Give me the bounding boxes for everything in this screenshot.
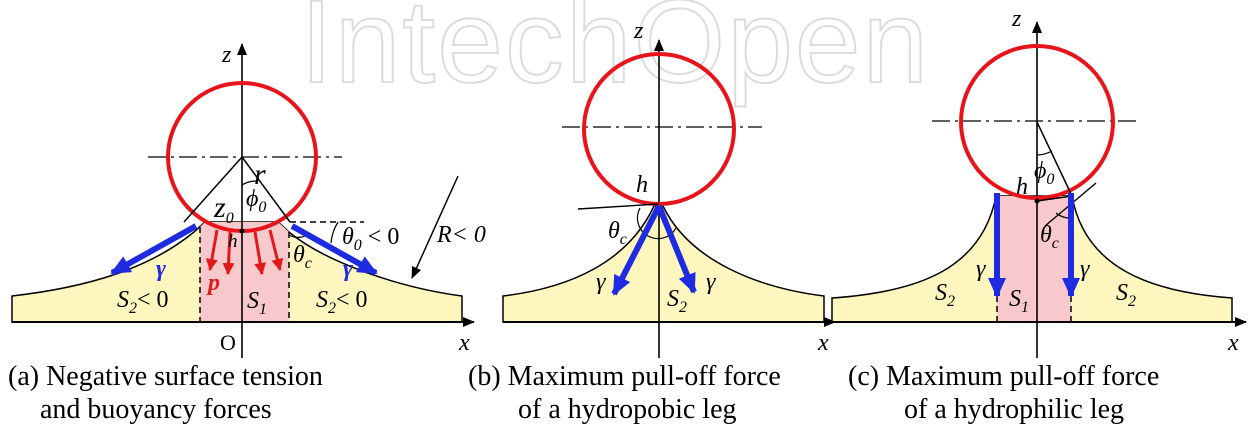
panel-c-S1-label: S1 bbox=[1009, 286, 1029, 316]
panel-a-thetac-sub: c bbox=[305, 255, 312, 272]
panel-a-caption-line1: (a) Negative surface tension bbox=[8, 361, 323, 392]
panel-a-S1-symbol: S bbox=[247, 288, 259, 314]
panel-a-z0-sub: 0 bbox=[226, 210, 234, 227]
panel-c-phi-symbol: ϕ bbox=[1034, 158, 1046, 184]
panel-b-caption-line2: of a hydropobic leg bbox=[518, 394, 737, 425]
panel-b-thetac-sub: c bbox=[620, 231, 627, 248]
panel-a-S2-right-cond: < 0 bbox=[336, 287, 368, 313]
panel-c-phi-sub: 0 bbox=[1046, 171, 1054, 188]
panel-c-sphere bbox=[959, 44, 1115, 200]
panel-a-gamma-left-label: γ bbox=[156, 256, 166, 282]
panel-a-phi-label: ϕ0 bbox=[246, 186, 266, 216]
panel-c-h-label: h bbox=[1016, 174, 1028, 200]
panel-b-S2-symbol: S bbox=[667, 286, 679, 312]
panel-a-origin-label: O bbox=[220, 330, 236, 355]
panel-a-theta0-arc bbox=[330, 221, 339, 244]
panel-c-S2-left-symbol: S bbox=[935, 280, 947, 306]
panel-c-S1-symbol: S bbox=[1009, 286, 1021, 312]
panel-c-thetac-symbol: θ bbox=[1040, 222, 1052, 248]
panel-b-thetac-label: θc bbox=[608, 218, 627, 248]
panel-a-S2-left-sub: 2 bbox=[129, 300, 137, 317]
panel-a-r-label: r bbox=[254, 158, 266, 191]
panel-c-phi-label: ϕ0 bbox=[1034, 158, 1054, 188]
panel-a-x-label: x bbox=[458, 330, 470, 356]
panel-c-z-label: z bbox=[1011, 6, 1022, 32]
panel-b-gamma-left-label: γ bbox=[596, 269, 606, 295]
panel-a-S1-label: S1 bbox=[247, 288, 267, 318]
panel-c-S2-right-sub: 2 bbox=[1128, 293, 1136, 310]
panel-b-S2-label: S2 bbox=[667, 286, 687, 316]
panel-a-R-text: R< 0 bbox=[436, 222, 486, 248]
panel-a-p-label: p bbox=[206, 270, 220, 296]
panel-c-S2-right-label: S2 bbox=[1116, 280, 1136, 310]
panel-c: z x h ϕ0 θc γ γ S1 S2 S2 (c) Maximum pul… bbox=[831, 6, 1247, 425]
panel-a-phi-arc bbox=[241, 180, 258, 186]
panel-b-caption-line1: (b) Maximum pull-off force bbox=[468, 361, 781, 392]
panel-b: z x h θc γ γ S2 (b) Maximum pull-off for… bbox=[468, 18, 836, 425]
panel-a-h-label: h bbox=[228, 231, 238, 252]
panel-c-S2-left-label: S2 bbox=[935, 280, 955, 310]
panel-a-S2-left-label: S2< 0 bbox=[117, 287, 169, 317]
panel-b-S2-sub: 2 bbox=[679, 299, 687, 316]
panel-a-pressure-arrow-1 bbox=[205, 229, 219, 271]
panel-a-z0-symbol: z bbox=[213, 191, 226, 224]
panel-a-pressure-arrow-4 bbox=[268, 229, 284, 271]
panel-c-phi-arc bbox=[1036, 150, 1053, 156]
panel-a-pressure-region bbox=[200, 222, 289, 322]
panel-b-liquid bbox=[502, 205, 825, 323]
panel-a-thetac-symbol: θ bbox=[293, 242, 305, 268]
panel-a-z-label: z bbox=[221, 42, 232, 68]
panel-a-caption-line2: and buoyancy forces bbox=[40, 394, 272, 425]
panel-c-gamma-right-label: γ bbox=[1080, 256, 1090, 282]
panel-c-contact-line bbox=[1036, 195, 1073, 202]
panel-a-thetac-label: θc bbox=[293, 242, 312, 272]
panel-a-phi-sub: 0 bbox=[258, 199, 266, 216]
panel-a-pressure-arrow-2 bbox=[222, 231, 235, 275]
panel-a-theta0-label: θ0 < 0 bbox=[342, 224, 399, 254]
panel-c-pressure-region bbox=[997, 196, 1071, 322]
panel-c-S2-right-symbol: S bbox=[1116, 280, 1128, 306]
panel-a-R-arrow bbox=[411, 175, 459, 279]
panel-c-h-point bbox=[1034, 198, 1040, 204]
panel-a-S2-right-sub: 2 bbox=[328, 300, 336, 317]
panel-a-S2-left-symbol: S bbox=[117, 287, 129, 313]
panel-b-tangent-line bbox=[577, 203, 660, 210]
panel-a-S2-left-cond: < 0 bbox=[137, 287, 169, 313]
panel-a-R-label: R< 0 bbox=[436, 222, 486, 248]
panel-a-theta0-cond: < 0 bbox=[362, 224, 400, 250]
panel-c-radius-line bbox=[1036, 121, 1073, 197]
panel-b-gamma-left-arrow bbox=[611, 204, 662, 296]
panel-b-x-label: x bbox=[817, 330, 829, 356]
panel-c-thetac-label: θc bbox=[1040, 222, 1059, 252]
panel-a-phi-symbol: ϕ bbox=[246, 186, 258, 212]
panel-c-x-label: x bbox=[1227, 330, 1239, 356]
panel-a-gamma-right-arrow bbox=[290, 223, 378, 276]
panel-b-gamma-right-arrow bbox=[656, 204, 697, 294]
panel-b-h-label: h bbox=[636, 172, 648, 198]
panel-a-S2-right-symbol: S bbox=[316, 287, 328, 313]
panel-c-caption-line2: of a hydrophilic leg bbox=[904, 394, 1124, 425]
panel-a-pressure-arrow-3 bbox=[253, 231, 267, 275]
panel-a-h-point bbox=[239, 228, 245, 234]
panel-a: z x O r ϕ0 z0 h θ0 < 0 R< 0 θc γ γ p S1 … bbox=[8, 42, 486, 425]
panel-a-z0-label: z0 bbox=[213, 191, 234, 227]
panel-c-gamma-left-label: γ bbox=[976, 256, 986, 282]
watermark: IntechOpen bbox=[300, 0, 930, 108]
panel-c-thetac-sub: c bbox=[1052, 235, 1059, 252]
panel-b-z-label: z bbox=[633, 18, 644, 44]
panel-a-radius-right bbox=[241, 156, 291, 223]
panel-c-caption-line1: (c) Maximum pull-off force bbox=[848, 361, 1159, 392]
panel-c-S1-sub: 1 bbox=[1021, 299, 1029, 316]
panel-a-theta0-sub: 0 bbox=[354, 237, 362, 254]
panel-a-radius-left bbox=[183, 156, 243, 223]
panel-a-S2-right-label: S2< 0 bbox=[316, 287, 368, 317]
panel-a-gamma-left-arrow bbox=[110, 223, 198, 276]
panel-a-theta0-symbol: θ bbox=[342, 224, 354, 250]
panel-a-S1-sub: 1 bbox=[259, 301, 267, 318]
panel-c-S2-left-sub: 2 bbox=[947, 293, 955, 310]
panel-b-gamma-right-label: γ bbox=[706, 269, 716, 295]
panel-a-gamma-right-label: γ bbox=[343, 256, 353, 282]
panel-b-thetac-symbol: θ bbox=[608, 218, 620, 244]
